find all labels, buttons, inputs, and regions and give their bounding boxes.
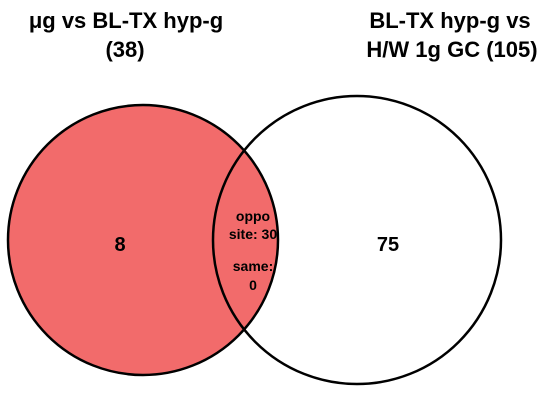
set-a-title-line1: μg vs BL-TX hyp-g — [29, 8, 223, 33]
set-a-outline — [6, 103, 280, 377]
set-b-outline — [211, 94, 503, 386]
set-b-only-count: 75 — [377, 234, 399, 256]
overlap-line3: same: — [233, 258, 273, 274]
overlap-line4: 0 — [249, 277, 257, 293]
set-a-title-line2: (38) — [105, 37, 144, 62]
overlap-line2: site: 30 — [229, 226, 277, 242]
set-a-circle — [8, 105, 278, 375]
set-a-only-count: 8 — [114, 234, 125, 256]
set-b-title-line1: BL-TX hyp-g vs — [369, 8, 530, 33]
overlap-line1: oppo — [236, 208, 270, 224]
set-b-title-line2: H/W 1g GC (105) — [366, 37, 537, 62]
